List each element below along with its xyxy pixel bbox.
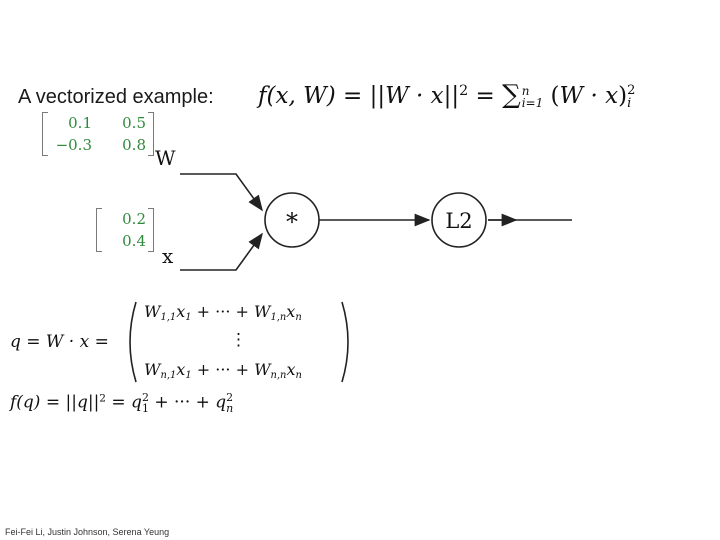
q-matrix-row: ⋮ (230, 330, 247, 350)
w-edge (180, 173, 263, 212)
w-matrix-row: 0.1 0.5 (50, 112, 146, 134)
q-matrix: W1,1x1 + ··· + W1,nxn ⋮ Wn,1x1 + ··· + W… (122, 300, 356, 384)
q-matrix-brackets (129, 301, 349, 383)
x-edge (180, 232, 263, 271)
x-vector-cell: 0.4 (122, 232, 146, 250)
w-matrix-cell: −0.3 (55, 136, 92, 154)
right-bracket (148, 112, 154, 156)
left-bracket (96, 208, 102, 252)
left-bracket (42, 112, 48, 156)
multiply-node (264, 192, 320, 248)
q-matrix-row: Wn,1x1 + ··· + Wn,nxn (144, 360, 302, 381)
slide-title: A vectorized example: (18, 86, 214, 108)
q-lhs: q = W · x = (10, 332, 109, 352)
w-matrix-cell: 0.1 (68, 114, 92, 132)
x-vector-cell: 0.2 (122, 210, 146, 228)
w-matrix-row: −0.3 0.8 (50, 134, 146, 156)
l2-node (431, 192, 487, 248)
w-matrix-cell: 0.5 (122, 114, 146, 132)
q-matrix-row: W1,1x1 + ··· + W1,nxn (144, 302, 302, 323)
w-matrix: 0.1 0.5 −0.3 0.8 (42, 112, 154, 156)
w-matrix-cell: 0.8 (122, 136, 146, 154)
x-vector: 0.2 0.4 (96, 208, 154, 252)
footer-credits: Fei-Fei Li, Justin Johnson, Serena Yeung (5, 527, 170, 537)
w-label: W (155, 146, 176, 170)
multiply-node-label: * (286, 208, 298, 236)
x-vector-row: 0.4 (104, 230, 146, 252)
l2-node-label: L2 (445, 209, 472, 233)
right-bracket (148, 208, 154, 252)
x-vector-row: 0.2 (104, 208, 146, 230)
x-label: x (162, 244, 174, 268)
